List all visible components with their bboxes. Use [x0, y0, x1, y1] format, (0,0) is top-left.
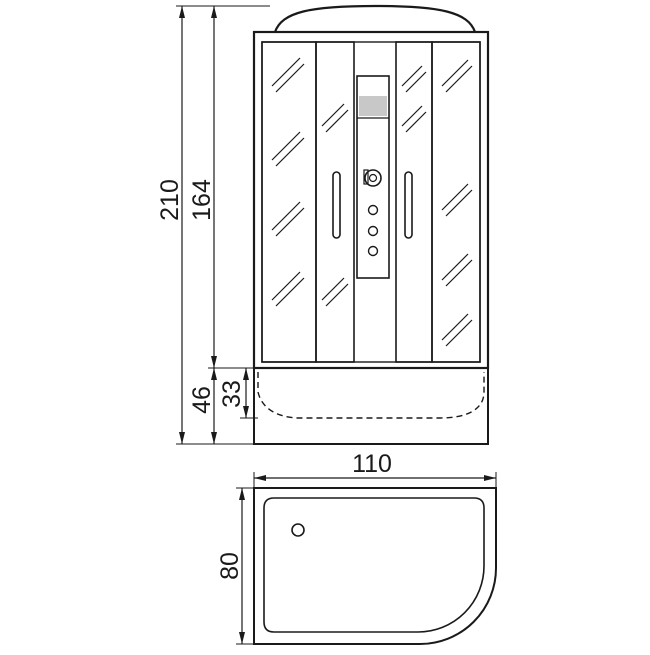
front-view: 210 164 46 33	[156, 4, 490, 445]
control-panel-display	[359, 96, 387, 116]
mixer-lever-icon	[363, 169, 369, 185]
tray-inner-height-arrow-top	[243, 368, 249, 380]
depth-arrow-bottom	[239, 632, 245, 644]
shower-head-center-icon	[368, 173, 378, 183]
total-height-arrow-bottom	[179, 432, 185, 444]
width-arrow-right	[484, 475, 496, 481]
shower-tray-front	[253, 367, 489, 445]
drain-icon	[291, 523, 305, 537]
cabin-height-arrow-top	[211, 6, 217, 18]
tray-inner-height-arrow-bottom	[243, 406, 249, 418]
right-door-sliding-panel	[395, 41, 433, 363]
left-door	[261, 41, 355, 363]
right-door-handle	[404, 171, 413, 239]
right-door-outer-panel	[431, 41, 481, 363]
control-panel-body	[356, 75, 390, 279]
total-height-label: 210	[156, 179, 184, 221]
massage-jet-2-icon	[367, 225, 379, 237]
depth-arrow-top	[239, 488, 245, 500]
massage-jet-3-icon	[367, 245, 379, 257]
left-door-outer-panel	[261, 41, 317, 363]
tray-height-arrow-bottom	[211, 432, 217, 444]
left-door-glass-reflections	[271, 57, 349, 307]
cabin-height-arrow-bottom	[211, 356, 217, 368]
top-view: 110 80	[216, 450, 497, 645]
dome-roof	[273, 4, 477, 33]
cabin-outer-frame	[252, 30, 490, 370]
shower-head-icon	[364, 169, 382, 187]
massage-jet-1-icon	[367, 204, 379, 216]
left-door-sliding-panel	[315, 41, 355, 363]
width-arrow-left	[254, 475, 266, 481]
tray-plan-outline	[253, 487, 497, 645]
left-door-handle	[332, 171, 341, 239]
tray-height-label: 46	[188, 386, 216, 414]
depth-label: 80	[216, 552, 244, 580]
total-height-arrow-top	[179, 6, 185, 18]
control-panel	[356, 75, 390, 279]
tray-basin-hidden-line	[257, 372, 485, 419]
height-dimensions	[176, 5, 270, 445]
right-door	[395, 41, 481, 363]
width-label: 110	[352, 450, 392, 478]
tray-skirt	[253, 367, 489, 445]
right-door-glass-reflections	[401, 59, 473, 347]
tray-inner-height-label: 33	[218, 380, 246, 408]
cabin-height-label: 164	[188, 179, 216, 221]
tray-height-arrow-top	[211, 368, 217, 380]
tray-plan-inner-basin	[263, 497, 485, 633]
